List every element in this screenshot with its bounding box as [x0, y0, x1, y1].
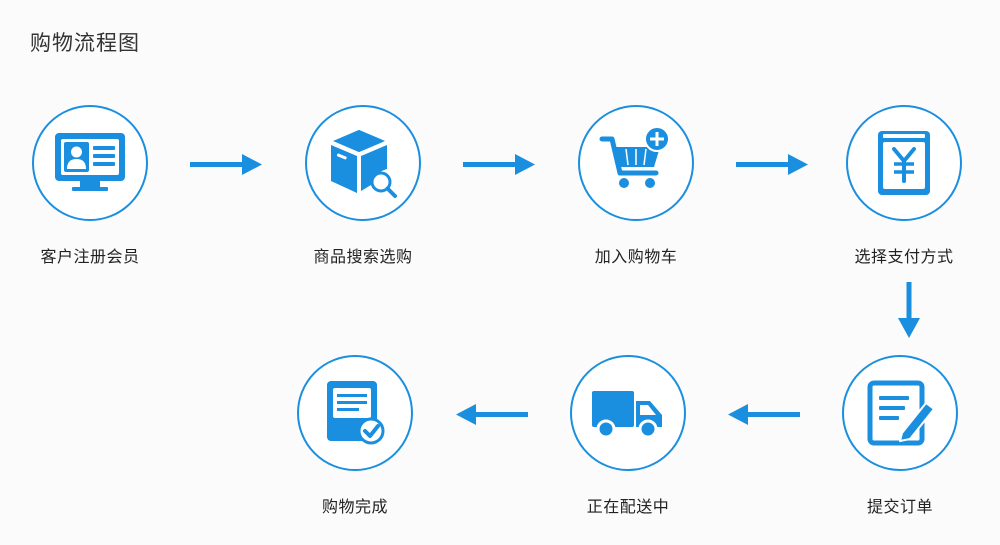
arrow-right-icon: [463, 154, 535, 175]
delivery-truck-icon: [592, 391, 662, 439]
step-submit-order: 提交订单: [825, 355, 975, 517]
step-label: 选择支付方式: [854, 247, 954, 266]
cart-add-icon: [599, 126, 670, 188]
step-label: 购物完成: [321, 497, 388, 516]
step-in-delivery: 正在配送中: [553, 355, 703, 517]
step-register-member: 客户注册会员: [15, 105, 165, 267]
step-circle: [305, 105, 421, 221]
product-search-icon: [329, 128, 397, 198]
arrow-right-icon: [190, 154, 262, 175]
step-purchase-complete: 购物完成: [280, 355, 430, 517]
step-label: 正在配送中: [586, 497, 670, 516]
step-product-search: 商品搜索选购: [288, 105, 438, 267]
arrow-down-icon: [898, 282, 920, 338]
arrow-left-icon: [456, 404, 528, 425]
member-card-icon: [55, 133, 125, 191]
step-label: 提交订单: [866, 497, 933, 516]
diagram-title: 购物流程图: [30, 31, 140, 55]
step-add-to-cart: 加入购物车: [561, 105, 711, 267]
order-edit-icon: [867, 380, 935, 446]
step-circle: [578, 105, 694, 221]
document-check-icon: [327, 381, 385, 445]
arrow-right-icon: [736, 154, 808, 175]
yuan-payment-icon: [878, 131, 930, 195]
step-label: 商品搜索选购: [313, 247, 413, 266]
step-label: 客户注册会员: [40, 247, 140, 266]
step-circle: [842, 355, 958, 471]
step-payment-method: 选择支付方式: [829, 105, 979, 267]
step-circle: [570, 355, 686, 471]
step-circle: [846, 105, 962, 221]
arrow-left-icon: [728, 404, 800, 425]
step-circle: [297, 355, 413, 471]
step-circle: [32, 105, 148, 221]
step-label: 加入购物车: [594, 247, 678, 266]
